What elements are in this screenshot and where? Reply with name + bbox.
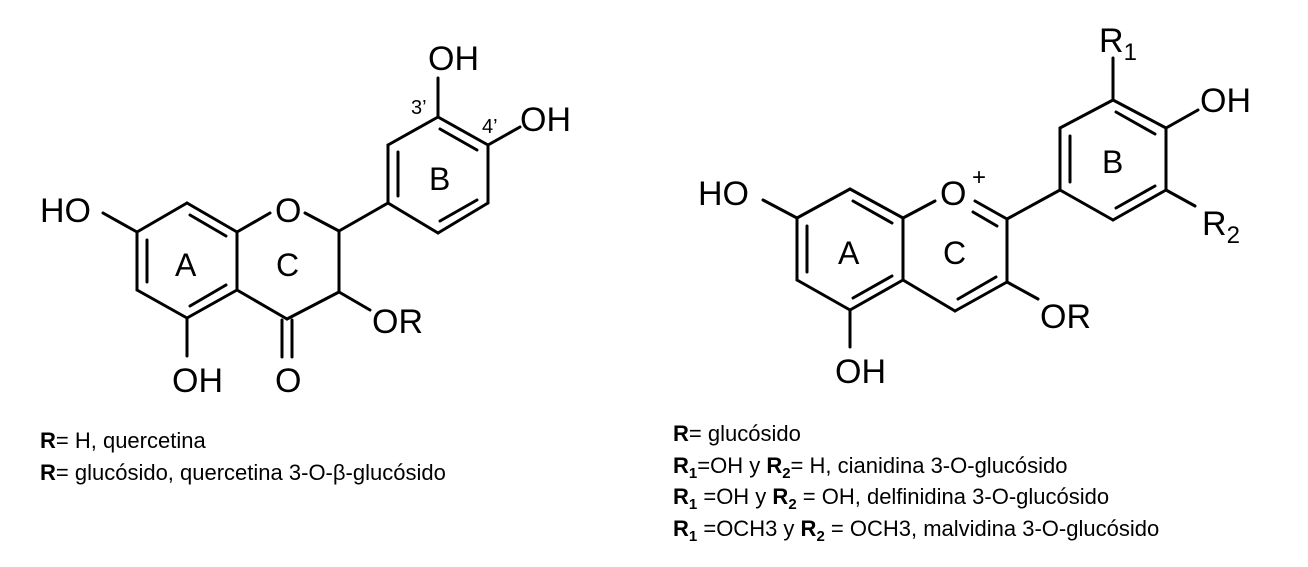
ring-b-label: B <box>1102 144 1123 180</box>
caption-line: R= glucósido <box>673 421 801 446</box>
oxonium-oxygen-label: O <box>940 175 966 213</box>
ring-c-bonds <box>901 199 1009 313</box>
quercetin-structure: OH OH HO O OH O OR A C B 3’ 4’ <box>40 40 571 400</box>
oh-5-label: OH <box>835 353 886 391</box>
or-3-label: OR <box>1040 298 1091 336</box>
caption-line: R= glucósido, quercetina 3-O-β-glucósido <box>40 459 446 485</box>
or-3-label: OR <box>372 303 423 341</box>
quercetin-caption: R= H, quercetina R= glucósido, quercetin… <box>40 425 446 488</box>
ring-c-label: C <box>943 235 966 271</box>
ho-7-label: HO <box>40 192 91 230</box>
r2-label: R2 <box>1202 205 1240 249</box>
caption-line: R1 =OH y R2 = OH, delfinidina 3-O-glucós… <box>673 484 1110 513</box>
caption-line: R1 =OCH3 y R2 = OCH3, malvidina 3-O-gluc… <box>673 515 1160 545</box>
oh-3prime-label: OH <box>428 40 479 78</box>
position-3prime-label: 3’ <box>411 97 427 119</box>
ring-c-label: C <box>276 247 299 283</box>
oh-5-label: OH <box>172 362 223 400</box>
ring-a-bonds <box>795 187 905 312</box>
oh-4prime-label: OH <box>520 101 571 139</box>
position-4prime-label: 4’ <box>482 116 498 138</box>
anthocyanin-caption: R= glucósido R1=OH y R2= H, cianidina 3-… <box>673 418 1159 544</box>
ring-b-bonds <box>386 115 490 235</box>
positive-charge-label: + <box>972 164 986 191</box>
ho-7-label: HO <box>698 175 749 213</box>
ring-b-label: B <box>429 161 450 197</box>
caption-line: R= H, quercetina <box>40 428 206 453</box>
oh-4prime-label: OH <box>1200 82 1251 120</box>
anthocyanin-structure: HO O + OH OR R1 OH R2 A C B <box>698 22 1251 391</box>
ring-b-bonds <box>1058 98 1168 222</box>
ring-a-bonds <box>135 201 239 320</box>
r1-label: R1 <box>1099 22 1137 66</box>
caption-line: R1=OH y R2= H, cianidina 3-O-glucósido <box>673 452 1068 482</box>
ring-oxygen-label: O <box>275 192 301 230</box>
ring-a-label: A <box>175 247 197 283</box>
carbonyl-oxygen-label: O <box>275 362 301 400</box>
structures-canvas: OH OH HO O OH O OR A C B 3’ 4’ <box>40 22 1251 400</box>
ring-c-bonds <box>235 211 341 321</box>
ring-a-label: A <box>838 235 860 271</box>
